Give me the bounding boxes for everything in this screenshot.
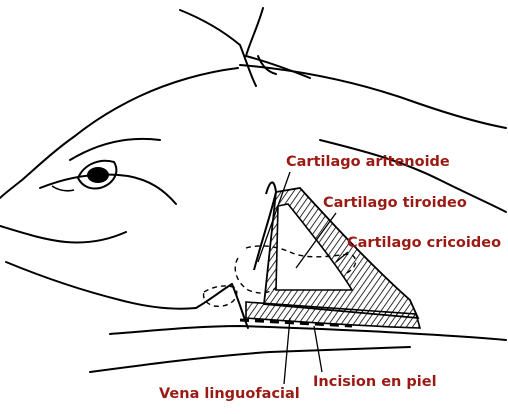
nose-bridge bbox=[0, 136, 75, 198]
near-ear bbox=[246, 8, 310, 78]
jaw-line bbox=[6, 262, 196, 309]
label-cartilago-cricoideo: Cartilago cricoideo bbox=[347, 235, 501, 252]
leader-incision bbox=[314, 326, 322, 372]
label-cartilago-aritenoide: Cartilago aritenoide bbox=[286, 154, 450, 171]
neck-crest bbox=[240, 65, 506, 128]
label-cartilago-tiroideo: Cartilago tiroideo bbox=[323, 195, 467, 212]
cheek-ridge bbox=[70, 139, 160, 160]
forehead bbox=[75, 68, 238, 136]
far-ear bbox=[180, 10, 256, 86]
muzzle-lower bbox=[0, 226, 126, 243]
throat-line bbox=[110, 326, 506, 340]
throat-lower bbox=[90, 347, 410, 372]
label-vena-linguofacial: Vena linguofacial bbox=[159, 386, 300, 403]
label-incision-en-piel: Incision en piel bbox=[313, 374, 437, 391]
